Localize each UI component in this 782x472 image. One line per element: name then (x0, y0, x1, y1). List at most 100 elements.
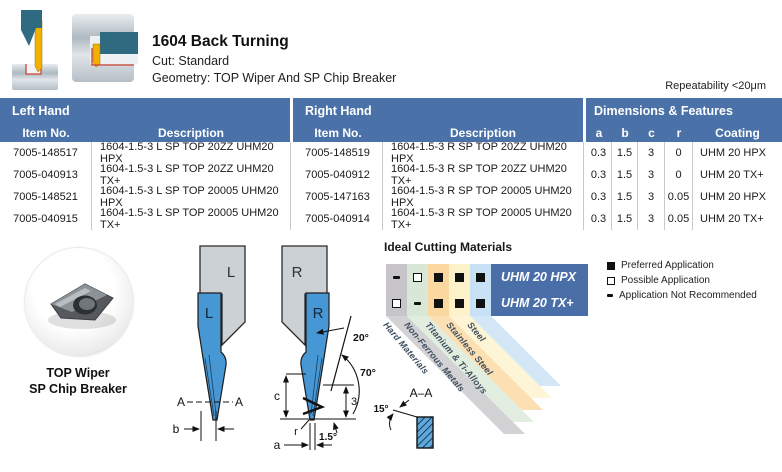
preferred-marker-icon (476, 298, 485, 308)
column-gap (583, 186, 586, 208)
cell-dim-r: 0 (665, 164, 693, 186)
col-header-coating: Coating (693, 120, 782, 146)
header-gap (583, 120, 586, 146)
title-block: 1604 Back Turning Cut: Standard Geometry… (152, 33, 396, 87)
rating-cell (407, 264, 428, 290)
legend-item: Preferred Application (607, 258, 757, 273)
preferred-marker-icon (607, 261, 615, 270)
legend-label: Preferred Application (621, 260, 714, 271)
rating-cell (470, 264, 491, 290)
cutting-materials-matrix (386, 264, 491, 316)
back-turning-internal-icon (72, 14, 138, 82)
header-gap (290, 98, 293, 124)
cell-coating: UHM 20 HPX (693, 186, 782, 208)
cell-right-description: 1604-1.5-3 R SP TOP 20005 UHM20 TX+ (383, 207, 583, 231)
insert-right-label: R (313, 305, 324, 322)
preferred-marker-icon (476, 272, 485, 282)
cell-right-item: 7005-040914 (293, 208, 383, 230)
cell-dim-c: 3 (638, 142, 665, 164)
holder-right-label: R (292, 264, 303, 281)
column-gap (290, 208, 293, 230)
cell-dim-b: 1.5 (612, 164, 638, 186)
possible-marker-icon (413, 272, 422, 282)
group-header-right-hand: Right Hand (293, 98, 583, 124)
dim-3-label: 3 (351, 396, 357, 408)
cell-dim-b: 1.5 (612, 142, 638, 164)
col-header-r: r (665, 120, 693, 146)
cell-dim-b: 1.5 (612, 186, 638, 208)
col-header-b: b (612, 120, 638, 146)
rating-cell (449, 290, 470, 316)
column-gap (290, 186, 293, 208)
cell-coating: UHM 20 HPX (693, 142, 782, 164)
cell-dim-b: 1.5 (612, 208, 638, 230)
back-turning-external-icon (12, 10, 58, 90)
section-label: A–A (410, 386, 433, 400)
possible-marker-icon (392, 298, 401, 308)
col-header-right-item: Item No. (293, 120, 383, 146)
column-gap (583, 208, 586, 230)
cell-left-item: 7005-040915 (0, 208, 92, 230)
cell-right-item: 7005-148519 (293, 142, 383, 164)
cell-dim-a: 0.3 (586, 186, 612, 208)
rating-cell (428, 264, 449, 290)
angle-15-label: 15° (373, 404, 388, 415)
repeatability-note: Repeatability <20μm (665, 80, 766, 92)
grade-label: UHM 20 HPX (501, 270, 577, 284)
header-gap (583, 98, 586, 124)
cell-dim-r: 0.05 (665, 186, 693, 208)
insert-left (197, 292, 227, 421)
angle-20-label: 20° (353, 332, 369, 344)
rating-cell (470, 290, 491, 316)
cell-left-description: 1604-1.5-3 L SP TOP 20005 UHM20 TX+ (92, 207, 290, 231)
not_recommended-marker-icon (414, 301, 421, 305)
rating-cell (407, 290, 428, 316)
section-a-right: A (235, 395, 243, 409)
photo-caption-line1: TOP Wiper (46, 366, 110, 380)
cell-dim-a: 0.3 (586, 208, 612, 230)
cell-left-item: 7005-148521 (0, 186, 92, 208)
cutting-materials-title: Ideal Cutting Materials (384, 240, 513, 254)
section-a-left: A (177, 395, 185, 409)
cell-coating: UHM 20 TX+ (693, 208, 782, 230)
not_recommended-marker-icon (393, 275, 400, 279)
cell-dim-a: 0.3 (586, 164, 612, 186)
cell-right-item: 7005-040912 (293, 164, 383, 186)
cell-dim-r: 0.05 (665, 208, 693, 230)
preferred-marker-icon (434, 298, 443, 308)
possible-marker-icon (607, 276, 615, 285)
cell-right-item: 7005-147163 (293, 186, 383, 208)
col-header-left-item: Item No. (0, 120, 92, 146)
cell-dim-c: 3 (638, 164, 665, 186)
spec-table: Left Hand Right Hand Dimensions & Featur… (0, 98, 782, 231)
column-gap (290, 142, 293, 164)
legend-label: Possible Application (621, 275, 710, 286)
cell-dim-c: 3 (638, 208, 665, 230)
group-header-dimensions: Dimensions & Features (586, 98, 782, 124)
geometry-line: Geometry: TOP Wiper And SP Chip Breaker (152, 70, 397, 85)
angle-70-label: 70° (360, 367, 376, 379)
rating-cell (428, 290, 449, 316)
col-header-right-description: Description (383, 120, 583, 146)
legend-label: Application Not Recommended (619, 290, 757, 301)
cell-left-description: 1604-1.5-3 L SP TOP 20ZZ UHM20 TX+ (92, 163, 290, 187)
technical-drawing: L L A A b R R 20° c 3 (173, 245, 434, 452)
insert-left-label: L (205, 305, 213, 322)
cut-line: Cut: Standard (152, 54, 230, 68)
cell-left-description: 1604-1.5-3 L SP TOP 20005 UHM20 HPX (92, 185, 290, 209)
section-cross-section (416, 416, 434, 449)
cell-right-description: 1604-1.5-3 R SP TOP 20ZZ UHM20 TX+ (383, 163, 583, 187)
insert-photo-render (48, 283, 116, 329)
photo-caption: TOP Wiper SP Chip Breaker (0, 366, 156, 397)
legend-item: Possible Application (607, 273, 757, 288)
dim-b-label: b (173, 422, 180, 436)
col-header-left-description: Description (92, 120, 290, 146)
column-gap (583, 142, 586, 164)
preferred-marker-icon (434, 272, 443, 282)
cell-left-item: 7005-040913 (0, 164, 92, 186)
page-title: 1604 Back Turning (152, 33, 289, 50)
header-gap (290, 120, 293, 146)
